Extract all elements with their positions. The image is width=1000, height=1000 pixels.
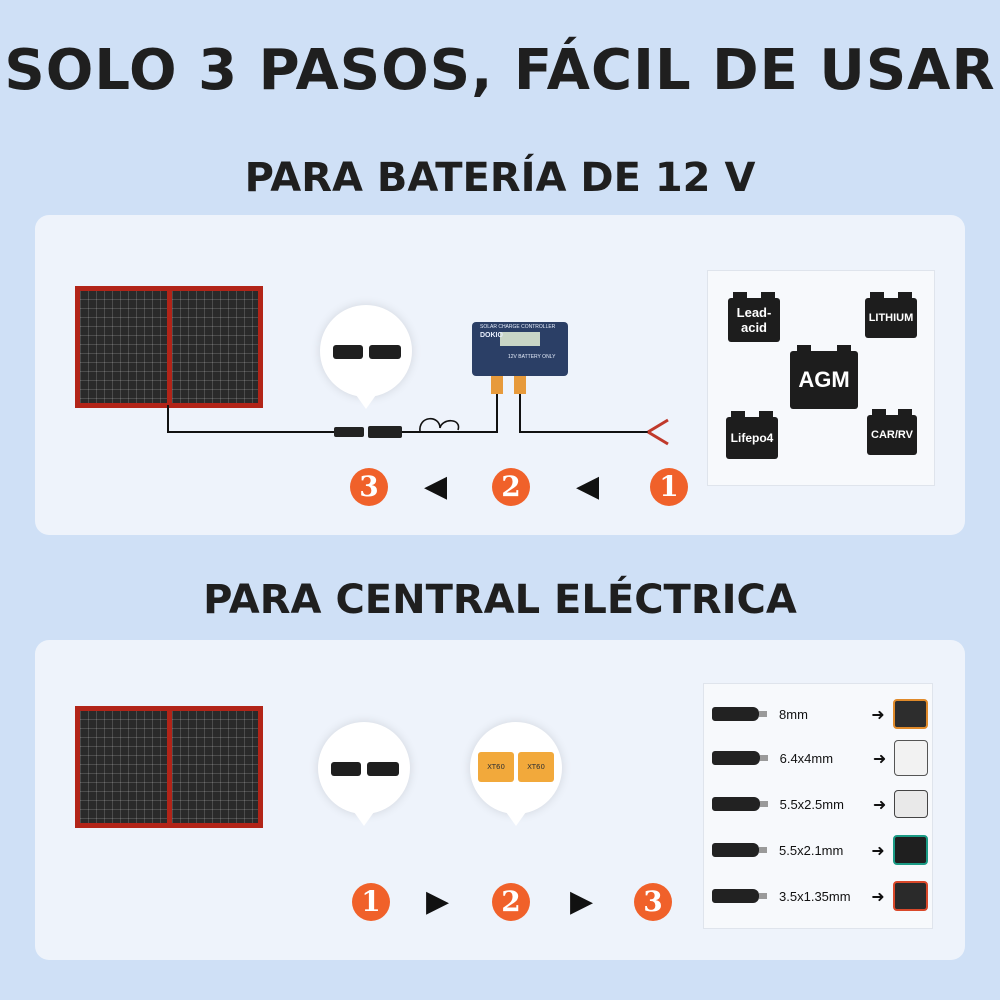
controller-brand: DOKIO [480, 332, 503, 339]
adapter-row: 3.5x1.35mm ➜ [712, 881, 928, 911]
battery-lead-acid: Lead-acid [728, 292, 780, 342]
adapter-row: 5.5x2.1mm ➜ [712, 835, 928, 865]
xt60-label: XT60 [518, 752, 554, 782]
dc-plug-icon [712, 707, 768, 721]
sae-connector-icon [331, 762, 399, 776]
dc-adapter-list: 8mm ➜ 6.4x4mm ➜ 5.5x2.5mm ➜ 5.5x2.1mm ➜ … [703, 683, 933, 929]
right-arrow-icon: ▶ [426, 884, 450, 919]
right-arrow-icon: ▶ [570, 884, 594, 919]
battery-section-title: PARA BATERÍA DE 12 V [244, 155, 756, 201]
charge-controller: SOLAR CHARGE CONTROLLER DOKIO 12V BATTER… [474, 324, 566, 374]
battery-lifepo4: Lifepo4 [726, 411, 778, 459]
battery-agm: AGM [790, 345, 858, 409]
main-title: SOLO 3 PASOS, FÁCIL DE USAR [4, 38, 996, 103]
right-arrow-icon: ➜ [871, 840, 885, 860]
left-arrow-icon: ◀ [424, 469, 448, 504]
adapter-size: 5.5x2.1mm [779, 842, 844, 858]
xt60-label: XT60 [478, 752, 514, 782]
step-badge-2: 2 [492, 883, 530, 921]
adapter-size: 6.4x4mm [779, 750, 834, 766]
controller-top-text: SOLAR CHARGE CONTROLLER [480, 324, 556, 330]
power-station-icon [892, 699, 928, 729]
power-station-section-title: PARA CENTRAL ELÉCTRICA [203, 577, 797, 623]
xt60-connector-icon: XT60 XT60 [478, 752, 556, 782]
battery-lithium: LITHIUM [865, 292, 917, 338]
controller-bottom-text: 12V BATTERY ONLY [508, 354, 556, 360]
step-badge-3: 3 [350, 468, 388, 506]
step-badge-1: 1 [352, 883, 390, 921]
dc-plug-icon [712, 797, 768, 811]
battery-types-box: Lead-acid LITHIUM AGM Lifepo4 CAR/RV [707, 270, 935, 486]
dc-plug-icon [712, 889, 768, 903]
power-station-icon [892, 835, 928, 865]
power-station-icon [892, 881, 928, 911]
adapter-size: 5.5x2.5mm [779, 796, 844, 812]
dc-plug-icon [712, 843, 768, 857]
adapter-size: 8mm [779, 706, 808, 722]
right-arrow-icon: ➜ [872, 748, 887, 768]
right-arrow-icon: ➜ [871, 704, 885, 724]
step-badge-3: 3 [634, 883, 672, 921]
solar-panel-image [75, 706, 263, 828]
power-station-icon [894, 790, 928, 818]
right-arrow-icon: ➜ [872, 794, 887, 814]
adapter-size: 3.5x1.35mm [779, 888, 851, 904]
left-arrow-icon: ◀ [576, 469, 600, 504]
adapter-row: 5.5x2.5mm ➜ [712, 790, 928, 818]
battery-car-rv: CAR/RV [867, 409, 917, 455]
adapter-row: 6.4x4mm ➜ [712, 740, 928, 776]
adapter-row: 8mm ➜ [712, 699, 928, 729]
right-arrow-icon: ➜ [871, 886, 885, 906]
dc-plug-icon [712, 751, 768, 765]
sae-connector-icon [333, 345, 401, 359]
step-badge-1: 1 [650, 468, 688, 506]
solar-panel-image [75, 286, 263, 408]
power-station-icon [894, 740, 928, 776]
step-badge-2: 2 [492, 468, 530, 506]
